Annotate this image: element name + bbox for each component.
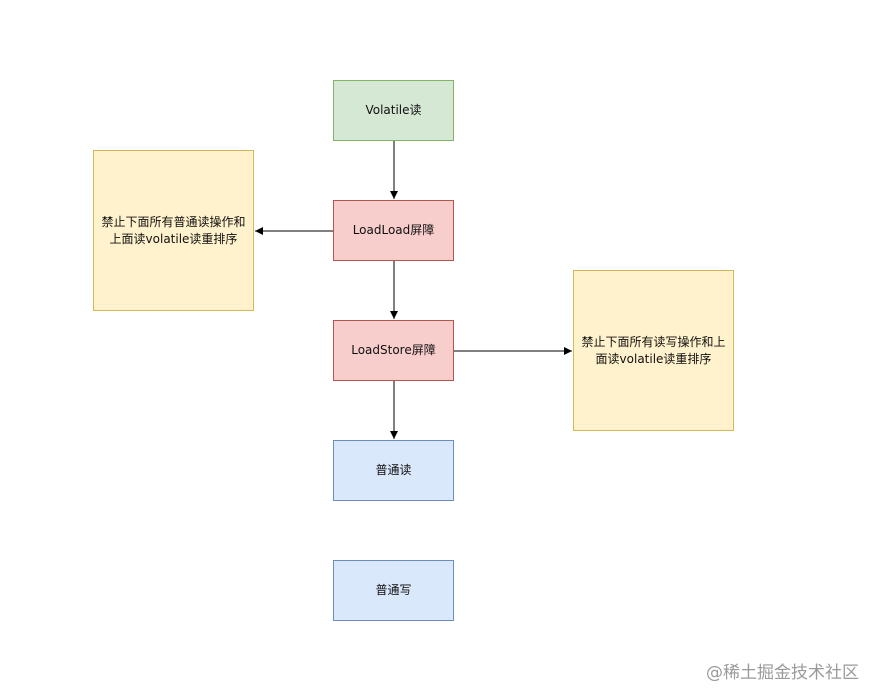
- normal-read-node: 普通读: [333, 440, 454, 501]
- loadload-note: 禁止下面所有普通读操作和上面读volatile读重排序: [93, 150, 254, 311]
- loadstore-note-text: 禁止下面所有读写操作和上面读volatile读重排序: [581, 334, 726, 366]
- loadstore-note: 禁止下面所有读写操作和上面读volatile读重排序: [573, 270, 734, 431]
- loadload-barrier-label: LoadLoad屏障: [352, 223, 435, 238]
- volatile-read-label: Volatile读: [365, 103, 422, 118]
- normal-write-label: 普通写: [375, 583, 412, 598]
- normal-read-label: 普通读: [375, 463, 412, 478]
- loadload-barrier-node: LoadLoad屏障: [333, 200, 454, 261]
- watermark: @稀土掘金技术社区: [706, 663, 859, 683]
- loadstore-barrier-node: LoadStore屏障: [333, 320, 454, 381]
- loadstore-barrier-label: LoadStore屏障: [351, 343, 436, 358]
- volatile-read-node: Volatile读: [333, 80, 454, 141]
- loadload-note-text: 禁止下面所有普通读操作和上面读volatile读重排序: [101, 214, 246, 246]
- normal-write-node: 普通写: [333, 560, 454, 621]
